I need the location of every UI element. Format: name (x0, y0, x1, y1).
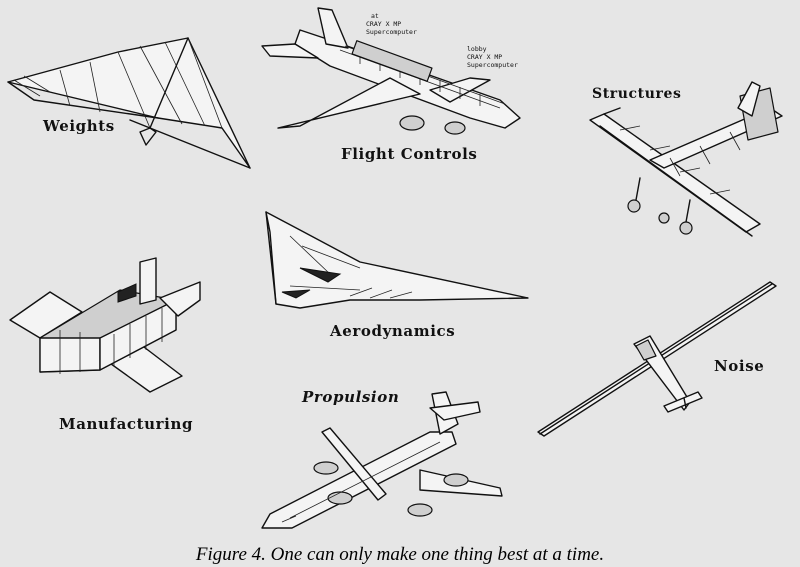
annotation-cray-2-at: lobby (467, 45, 487, 53)
annotation-cray-1-model: CRAY X MP (366, 20, 402, 28)
label-weights: Weights (43, 117, 115, 135)
annotation-cray-2-type: Supercomputer (467, 61, 518, 69)
flying-wing-icon (265, 211, 529, 309)
label-noise: Noise (714, 357, 765, 375)
boxy-aircraft-icon (9, 257, 201, 393)
truss-aircraft-icon (589, 81, 783, 237)
annotation-cray-1-at: at (371, 12, 379, 20)
annotation-cray-1-type: Supercomputer (366, 28, 417, 36)
figure-caption: Figure 4. One can only make one thing be… (195, 544, 605, 565)
multi-engine-transport-icon (261, 391, 503, 529)
label-propulsion: Propulsion (302, 388, 400, 406)
airliner-icon (261, 7, 521, 135)
label-structures: Structures (592, 86, 682, 102)
hang-glider-icon (7, 37, 251, 169)
label-aerodynamics: Aerodynamics (330, 322, 456, 340)
annotation-cray-2-model: CRAY X MP (467, 53, 503, 61)
label-flight-controls: Flight Controls (341, 145, 478, 163)
sailplane-icon (537, 281, 777, 437)
label-manufacturing: Manufacturing (59, 415, 194, 433)
